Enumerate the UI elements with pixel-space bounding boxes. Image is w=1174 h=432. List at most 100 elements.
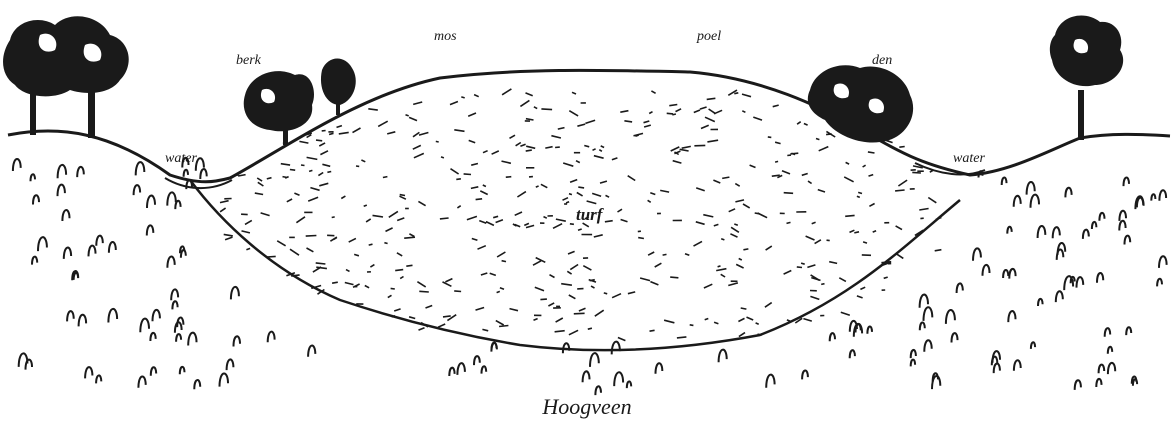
peat-dash [534, 319, 538, 321]
peat-dash [479, 221, 486, 224]
soil-mark [1125, 236, 1131, 245]
peat-dash [441, 157, 444, 158]
peat-dash [651, 91, 655, 93]
peat-dash [400, 195, 405, 196]
peat-dash [821, 284, 824, 285]
peat-dash [676, 109, 682, 112]
soil-mark [457, 363, 465, 375]
peat-dash [414, 153, 424, 157]
peat-dash [898, 180, 907, 186]
soil-mark [67, 311, 74, 321]
soil-mark [180, 367, 185, 374]
peat-dash [345, 283, 354, 285]
peat-dash [648, 200, 651, 202]
peat-dash [245, 220, 252, 224]
peat-dash [709, 109, 716, 114]
peat-dash [588, 328, 592, 329]
soil-mark [911, 350, 916, 358]
peat-dash [419, 133, 428, 136]
peat-dash [818, 190, 825, 192]
peat-dash [731, 227, 739, 232]
peat-dash [863, 165, 866, 167]
soil-mark [867, 326, 872, 333]
peat-dash [707, 140, 718, 142]
peat-dash [685, 254, 689, 256]
peat-dash [361, 160, 365, 162]
soil-mark [151, 367, 156, 375]
peat-dash [606, 195, 610, 197]
peat-dash [341, 196, 345, 198]
peat-dash [713, 180, 720, 183]
pine-trees-icon [808, 65, 913, 142]
peat-dash [572, 92, 576, 94]
peat-dash [319, 143, 325, 146]
soil-texture [13, 158, 1167, 395]
soil-mark [308, 346, 315, 357]
soil-mark [719, 350, 727, 363]
peat-dash [308, 197, 318, 201]
peat-dash [354, 254, 359, 255]
peat-dash [555, 331, 565, 332]
peat-dash [566, 202, 569, 203]
soil-mark [134, 185, 141, 195]
peat-dash [593, 149, 596, 151]
peat-dash [628, 176, 636, 181]
peat-dash [714, 322, 718, 323]
peat-dash [577, 193, 583, 196]
peat-dash [624, 121, 632, 122]
soil-mark [136, 162, 145, 175]
peat-dash [810, 296, 819, 299]
peat-dash [884, 277, 888, 278]
peat-dash [815, 240, 821, 244]
soil-mark [33, 195, 39, 204]
soil-mark [200, 169, 206, 179]
peat-dash [587, 201, 597, 204]
soil-mark [1056, 291, 1063, 302]
peat-dash [604, 293, 607, 294]
soil-mark [58, 185, 65, 197]
soil-mark [1008, 311, 1015, 322]
peat-dash [294, 193, 299, 195]
peat-dash [515, 212, 522, 215]
birch-trees-icon [244, 58, 356, 145]
peat-dash [738, 318, 744, 321]
peat-dash [533, 261, 541, 265]
peat-dash [365, 286, 369, 288]
peat-dash [506, 177, 512, 178]
peat-dash [497, 291, 500, 292]
soil-mark [227, 359, 234, 370]
peat-dash [493, 216, 498, 217]
peat-dash [594, 235, 603, 237]
peat-dash [857, 196, 860, 197]
soil-mark [150, 333, 155, 341]
peat-dash [478, 246, 486, 250]
peat-dash [739, 333, 745, 337]
peat-dash [640, 278, 650, 281]
peat-dash [558, 128, 565, 130]
peat-dash [750, 165, 756, 167]
peat-dash [765, 303, 772, 308]
label-mos: mos [434, 29, 457, 44]
soil-mark [167, 192, 176, 205]
peat-dash [520, 144, 525, 146]
soil-mark [1077, 277, 1084, 287]
soil-mark [64, 248, 71, 259]
peat-dash [366, 219, 371, 222]
peat-dash [544, 217, 547, 219]
peat-dash [735, 184, 739, 187]
peat-dash [400, 277, 403, 279]
peat-dash [680, 149, 689, 151]
soil-mark [474, 356, 480, 365]
peat-dash [621, 220, 628, 222]
peat-dash [854, 232, 859, 233]
peat-dash [734, 224, 738, 225]
soil-mark [1157, 279, 1162, 287]
peat-dash [734, 93, 738, 94]
soil-mark [952, 333, 958, 342]
soil-mark [1014, 360, 1021, 370]
peat-dash [310, 188, 319, 191]
soil-mark [31, 174, 36, 181]
peat-dash [497, 252, 505, 257]
soil-mark [1038, 226, 1046, 238]
soil-mark [140, 319, 149, 333]
